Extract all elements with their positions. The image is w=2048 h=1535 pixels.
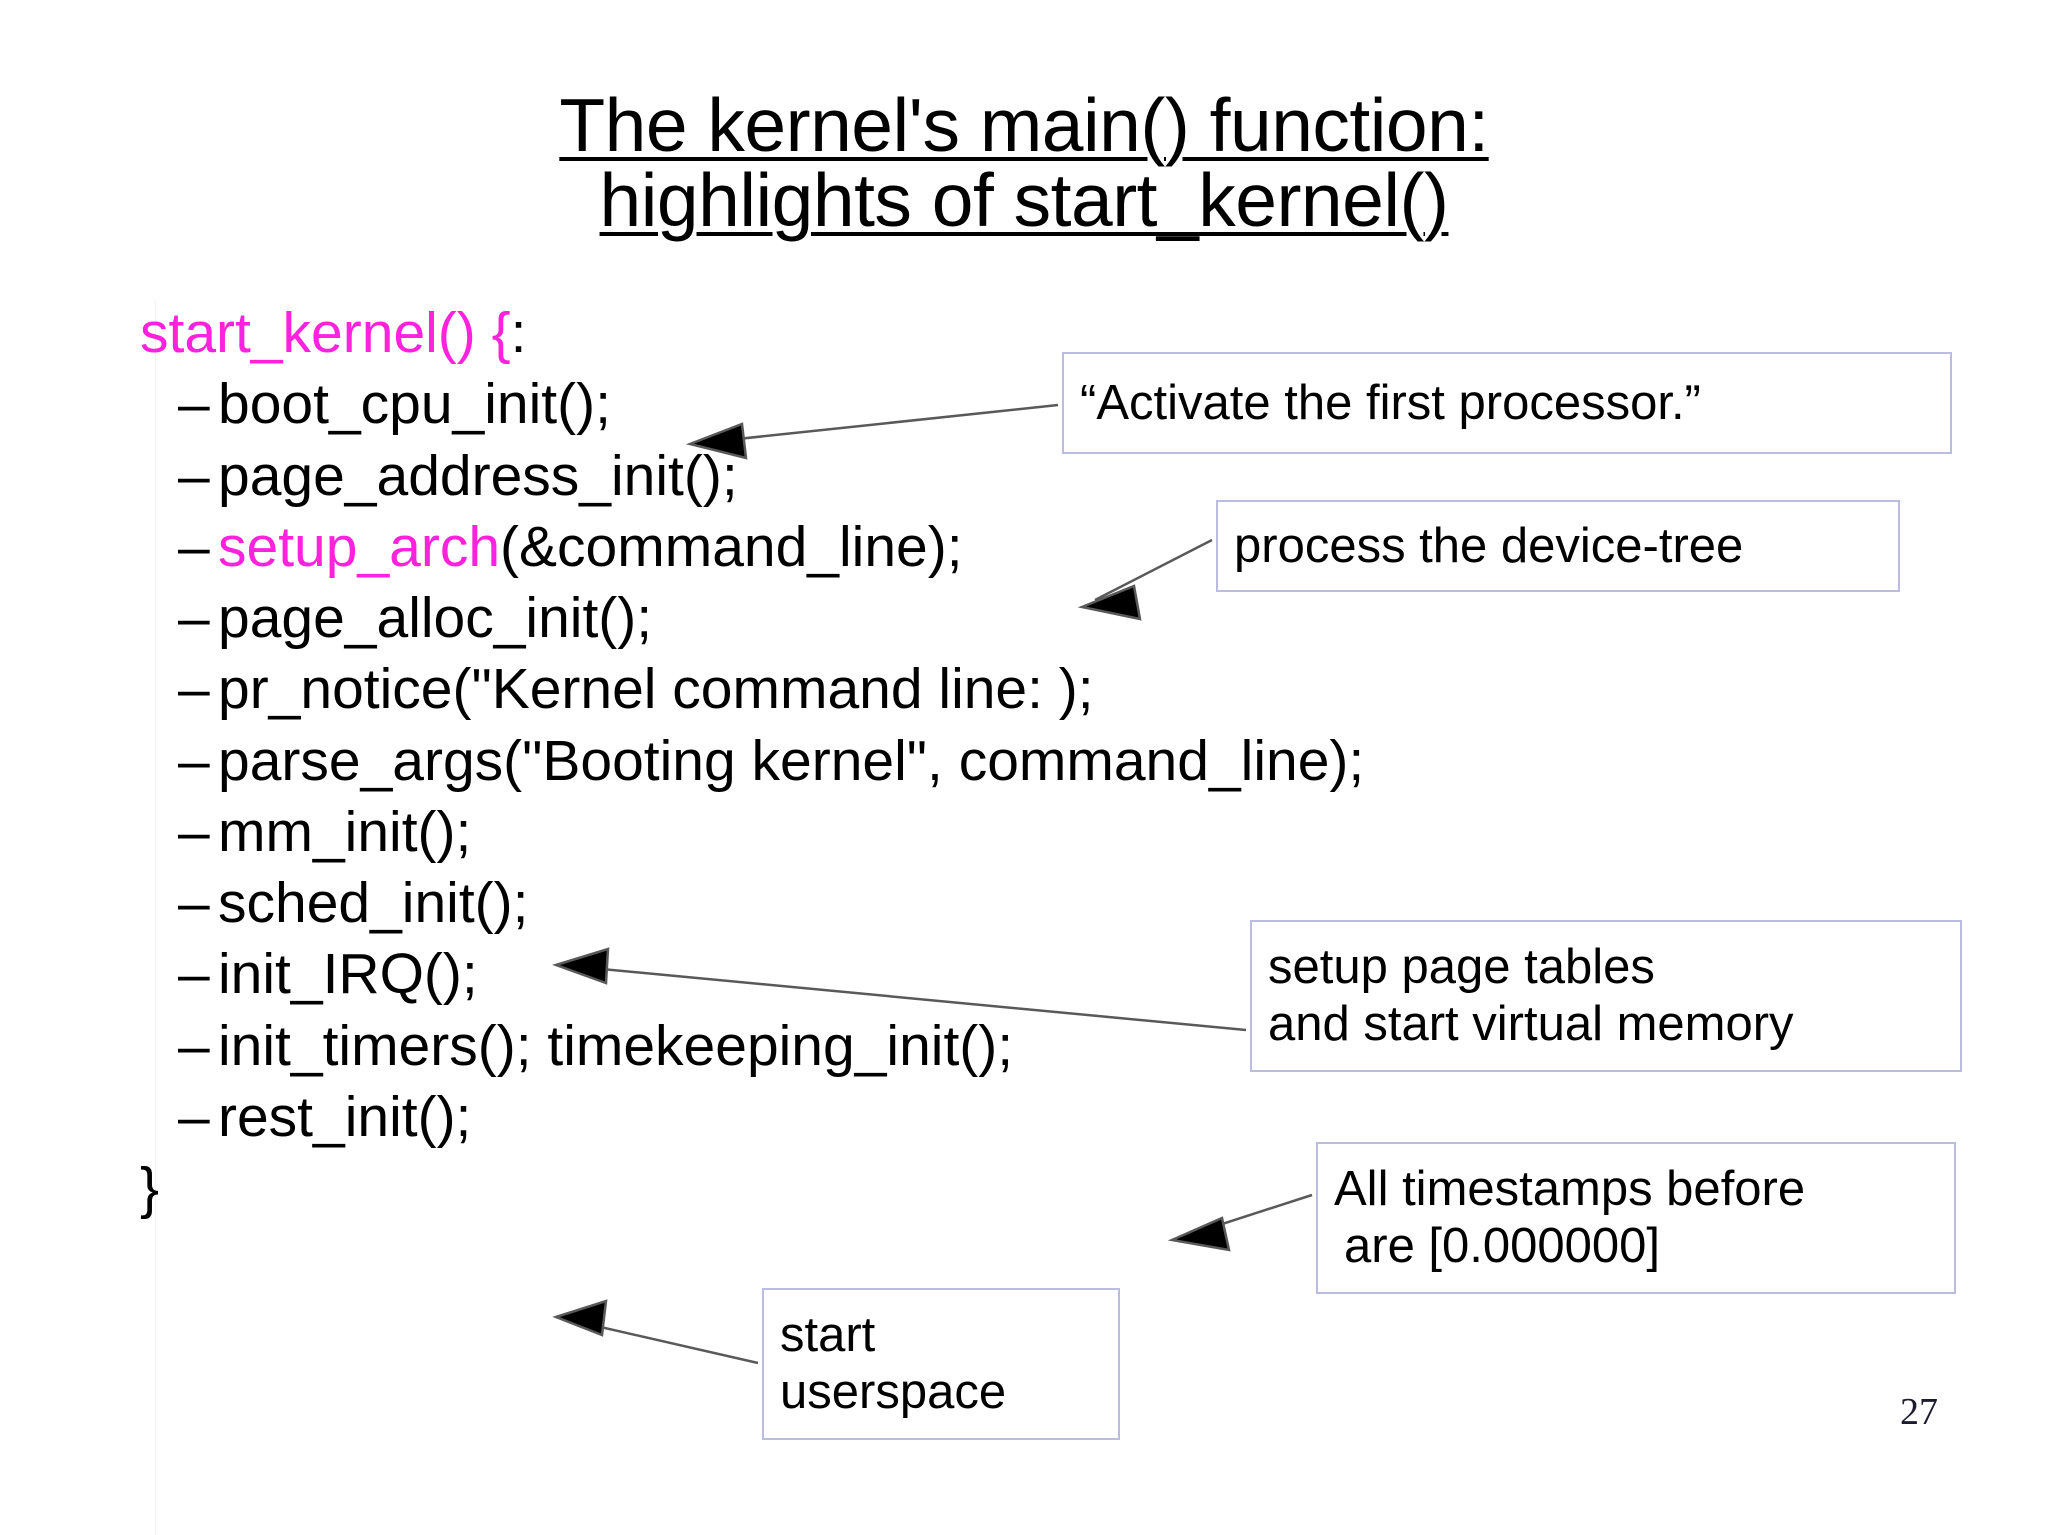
- bullet-dash: –: [178, 514, 210, 579]
- bullet-dash: –: [178, 871, 210, 935]
- code-line-text: pr_notice("Kernel command line: );: [218, 657, 1094, 722]
- code-line-mm-init: – mm_init();: [140, 799, 1440, 866]
- code-line-page-alloc-init: – page_alloc_init();: [140, 585, 1440, 652]
- code-line-pr-notice: – pr_notice("Kernel command line: );: [140, 656, 1440, 723]
- code-line-text: sched_init();: [218, 871, 529, 935]
- bullet-dash: –: [178, 1084, 210, 1149]
- code-line-text: (&command_line);: [500, 514, 963, 579]
- code-closing-brace: }: [140, 1156, 160, 1220]
- code-line-sched-init: – sched_init();: [140, 870, 1440, 937]
- callout-text-line-1: setup page tables: [1268, 940, 1655, 995]
- code-line-page-address-init: – page_address_init();: [140, 443, 1440, 510]
- code-header: start_kernel() {:: [140, 301, 527, 365]
- code-line-init-irq: – init_IRQ();: [140, 941, 1440, 1008]
- callout-text-line-1: start: [780, 1308, 876, 1363]
- page-number: 27: [1900, 1391, 1938, 1433]
- bullet-dash: –: [178, 372, 210, 437]
- callout-text: “Activate the first processor.”: [1080, 375, 1701, 430]
- left-guide-rule: [155, 300, 156, 1535]
- callout-process-device-tree: process the device-tree: [1216, 500, 1900, 592]
- callout-all-timestamps: All timestamps before are [0.000000]: [1316, 1142, 1956, 1294]
- code-line-rest-init: – rest_init();: [140, 1084, 1440, 1151]
- code-line-init-timers: – init_timers(); timekeeping_init();: [140, 1013, 1440, 1080]
- code-line-parse-args: – parse_args("Booting kernel", command_l…: [140, 728, 1440, 795]
- code-line-text: boot_cpu_init();: [218, 372, 611, 437]
- code-line-text: page_alloc_init();: [218, 586, 653, 650]
- callout-text-line-2: are [0.000000]: [1344, 1219, 1661, 1273]
- callout-text: process the device-tree: [1234, 518, 1744, 573]
- arrow-to-rest-init: [552, 1299, 759, 1365]
- code-line-setup-arch: – setup_arch(&command_line);: [140, 514, 1440, 581]
- bullet-dash: –: [178, 728, 210, 793]
- callout-text-line-1: All timestamps before: [1334, 1162, 1806, 1217]
- code-listing: start_kernel() {: – boot_cpu_init(); – p…: [140, 300, 1440, 1222]
- code-line-text: mm_init();: [218, 799, 472, 864]
- bullet-dash: –: [178, 443, 210, 508]
- title-line-1: The kernel's main() function:: [559, 83, 1489, 167]
- code-line-text: init_timers(); timekeeping_init();: [218, 1013, 1014, 1078]
- code-line-boot-cpu-init: – boot_cpu_init();: [140, 371, 1440, 438]
- callout-setup-page-tables: setup page tables and start virtual memo…: [1250, 920, 1962, 1072]
- bullet-dash: –: [178, 586, 210, 650]
- callout-start-userspace: start userspace: [762, 1288, 1120, 1440]
- callout-text-line-2: and start virtual memory: [1268, 997, 1794, 1051]
- code-line-text: init_IRQ();: [218, 942, 478, 1007]
- page-title: The kernel's main() function: highlights…: [0, 88, 2048, 238]
- bullet-dash: –: [178, 799, 210, 864]
- code-line-highlight: setup_arch: [218, 514, 501, 579]
- callout-text-line-2: userspace: [780, 1365, 1007, 1419]
- code-line-text: page_address_init();: [218, 443, 738, 508]
- bullet-dash: –: [178, 942, 210, 1007]
- code-line-text: rest_init();: [218, 1084, 472, 1149]
- bullet-dash: –: [178, 1013, 210, 1078]
- code-line-text: parse_args("Booting kernel", command_lin…: [218, 728, 1365, 793]
- bullet-dash: –: [178, 657, 210, 722]
- callout-activate-first-processor: “Activate the first processor.”: [1062, 352, 1952, 454]
- title-line-2: highlights of start_kernel(): [599, 158, 1449, 242]
